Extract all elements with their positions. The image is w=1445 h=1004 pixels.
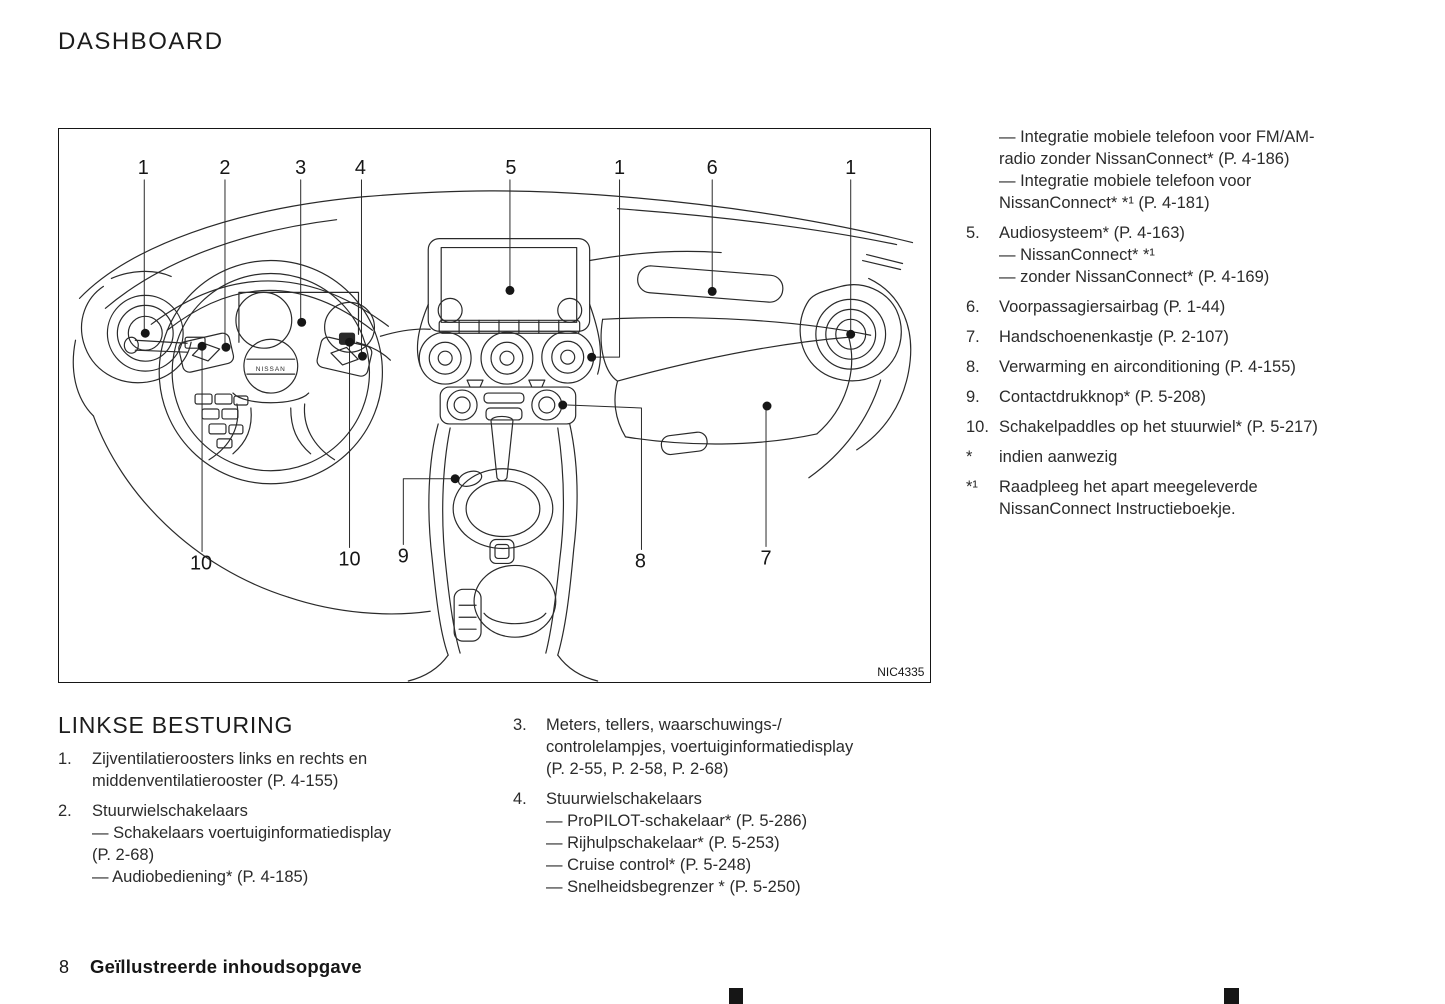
binding-mark xyxy=(729,988,743,1004)
list-item: 4. Stuurwielschakelaars — ProPILOT-schak… xyxy=(513,788,913,898)
list-item-body: Verwarming en airconditioning (P. 4-155) xyxy=(999,358,1296,376)
callout-label: 8 xyxy=(635,550,646,572)
list-item-number: 7. xyxy=(966,328,980,346)
callouts: 1 2 3 4 5 1 6 1 10 10 9 8 7 xyxy=(138,157,857,575)
wheel-buttons xyxy=(194,393,249,449)
dashboard-figure: NISSAN xyxy=(58,128,931,683)
page-number: 8 xyxy=(59,957,70,977)
dash-top-lines xyxy=(72,190,914,615)
callout-label: 1 xyxy=(614,157,625,179)
section-heading: LINKSE BESTURING xyxy=(58,712,294,738)
list-item: 2. Stuurwielschakelaars — Schakelaars vo… xyxy=(58,800,444,888)
list-item-body: Contactdrukknop* (P. 5-208) xyxy=(999,388,1206,406)
list-item-body: Schakelpaddles op het stuurwiel* (P. 5-2… xyxy=(999,418,1318,436)
glovebox-handle xyxy=(660,431,708,456)
callout-label: 9 xyxy=(398,545,409,567)
glovebox xyxy=(600,316,872,456)
callout-label: 10 xyxy=(338,548,360,570)
footnote-body: indien aanwezig xyxy=(999,448,1118,466)
left-air-vent xyxy=(80,270,192,384)
nissan-badge-text: NISSAN xyxy=(256,366,286,373)
callout-label: 10 xyxy=(190,552,212,574)
list-item-body: Audiosysteem* (P. 4-163) — NissanConnect… xyxy=(999,224,1270,286)
list-item-number: 9. xyxy=(966,388,980,406)
page-footer: 8 Geïllustreerde inhoudsopgave xyxy=(59,956,362,978)
list-item-number: 5. xyxy=(966,224,980,242)
list-item-body: Voorpassagiersairbag (P. 1-44) xyxy=(999,298,1226,316)
footnote-item: * indien aanwezig xyxy=(966,446,1376,468)
list-item-body: Handschoenenkastje (P. 2-107) xyxy=(999,328,1229,346)
callout-label: 1 xyxy=(845,157,856,179)
heater-panel xyxy=(439,386,577,425)
center-console xyxy=(407,415,599,682)
dashboard-line-art: NISSAN xyxy=(72,157,925,682)
list-item-body: Stuurwielschakelaars — Schakelaars voert… xyxy=(92,802,391,886)
list-item: 7. Handschoenenkastje (P. 2-107) xyxy=(966,326,1376,348)
footnote-marker: * xyxy=(966,448,973,466)
binding-mark xyxy=(1224,988,1239,1004)
list-item: 1. Zijventilatieroosters links en rechts… xyxy=(58,748,444,792)
gear-shifter xyxy=(490,415,514,482)
list-item: 10. Schakelpaddles op het stuurwiel* (P.… xyxy=(966,416,1376,438)
middle-column-list: 3. Meters, tellers, waarschuwings-/ cont… xyxy=(513,714,913,906)
callout-label: 6 xyxy=(707,157,718,179)
callout-label: 1 xyxy=(138,157,149,179)
callout-label: 5 xyxy=(505,157,516,179)
list-item: 9. Contactdrukknop* (P. 5-208) xyxy=(966,386,1376,408)
left-column-list: 1. Zijventilatieroosters links en rechts… xyxy=(58,748,444,896)
list-item: 5. Audiosysteem* (P. 4-163) — NissanConn… xyxy=(966,222,1376,288)
figure-code: NIC4335 xyxy=(877,665,924,679)
list-item-number: 3. xyxy=(513,716,527,734)
steering-wheel: NISSAN xyxy=(123,259,391,485)
callout-label: 4 xyxy=(355,157,366,179)
passenger-airbag xyxy=(637,265,784,303)
list-item-number: 1. xyxy=(58,750,72,768)
list-item-number xyxy=(966,126,999,214)
callout-label: 3 xyxy=(295,157,306,179)
list-item: 3. Meters, tellers, waarschuwings-/ cont… xyxy=(513,714,913,780)
list-item-number: 2. xyxy=(58,802,72,820)
list-item-body: Stuurwielschakelaars — ProPILOT-schakela… xyxy=(546,790,808,896)
list-item: — Integratie mobiele telefoon voor FM/AM… xyxy=(966,126,1376,214)
start-button xyxy=(457,470,483,487)
right-air-vent xyxy=(799,277,912,479)
climate-controls xyxy=(418,330,595,388)
list-item: 8. Verwarming en airconditioning (P. 4-1… xyxy=(966,356,1376,378)
callout-label: 7 xyxy=(760,547,771,569)
list-item-body: Zijventilatieroosters links en rechts en… xyxy=(92,750,368,790)
page-title: DASHBOARD xyxy=(58,28,224,55)
list-item-number: 4. xyxy=(513,790,527,808)
list-item-body: Meters, tellers, waarschuwings-/ control… xyxy=(546,716,854,778)
list-item-body: — Integratie mobiele telefoon voor FM/AM… xyxy=(999,128,1315,212)
list-item: 6. Voorpassagiersairbag (P. 1-44) xyxy=(966,296,1376,318)
right-column-list: — Integratie mobiele telefoon voor FM/AM… xyxy=(966,126,1376,528)
book-title: Geïllustreerde inhoudsopgave xyxy=(90,956,362,977)
list-item-number: 8. xyxy=(966,358,980,376)
list-item-number: 6. xyxy=(966,298,980,316)
callout-label: 2 xyxy=(219,157,230,179)
list-item-number: 10. xyxy=(966,418,989,436)
footnote-item: *¹ Raadpleeg het apart meegeleverde Niss… xyxy=(966,476,1376,520)
footnote-marker: *¹ xyxy=(966,478,978,496)
footnote-body: Raadpleeg het apart meegeleverde NissanC… xyxy=(999,478,1258,518)
touchscreen xyxy=(416,238,602,375)
